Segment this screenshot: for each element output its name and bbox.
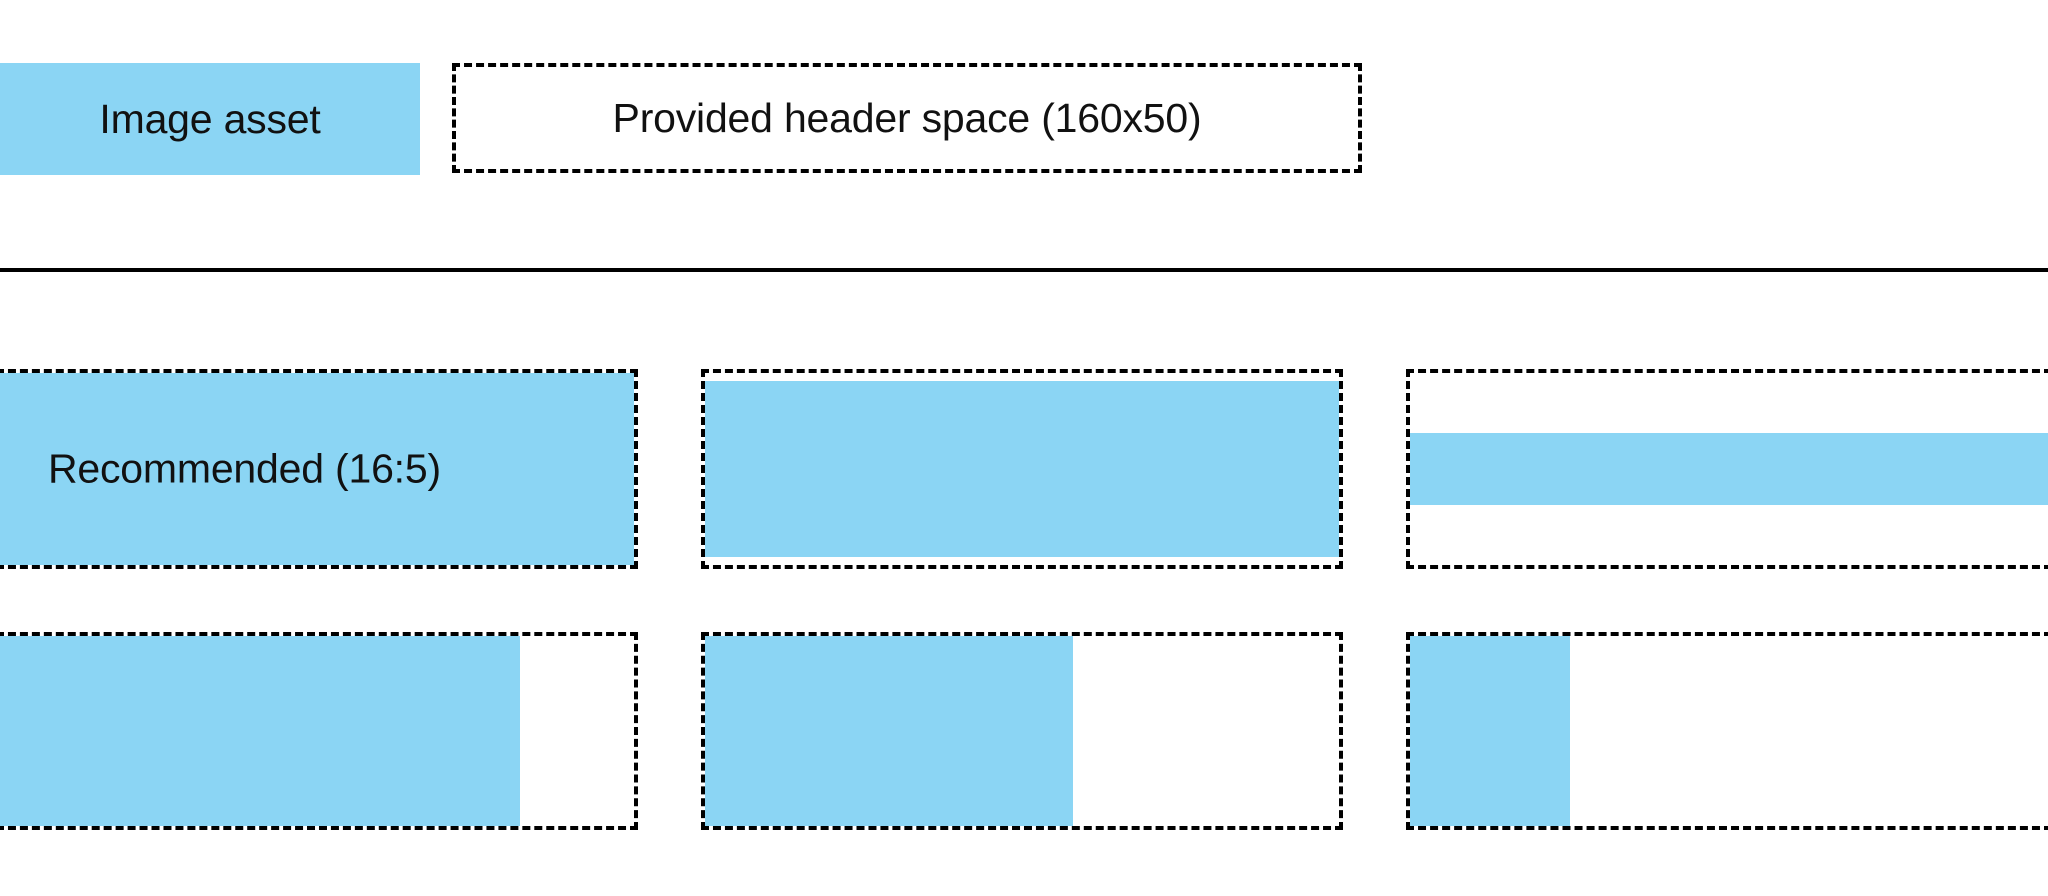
- header-legend-row: Image asset Provided header space (160x5…: [0, 63, 2048, 175]
- sample-fill-recommended-16-5: [0, 373, 634, 565]
- sample-cell-fill-82: [0, 632, 638, 830]
- sample-fill-fill-82: [0, 636, 520, 826]
- sample-cell-recommended-16-5: Recommended (16:5): [0, 369, 638, 569]
- sample-cell-fill-58: [701, 632, 1343, 830]
- provided-header-space-box: Provided header space (160x50): [452, 63, 1362, 173]
- sample-fill-wide-inset: [705, 380, 1339, 558]
- sample-cell-fill-25: [1406, 632, 2048, 830]
- sample-cell-wide-inset: [701, 369, 1343, 569]
- sample-cell-label: Recommended (16:5): [48, 445, 441, 492]
- provided-header-space-label: Provided header space (160x50): [612, 94, 1202, 141]
- sample-fill-fill-58: [705, 636, 1073, 826]
- image-asset-swatch: Image asset: [0, 63, 420, 175]
- sample-fill-short-band: [1410, 432, 2048, 506]
- sample-cell-short-band: [1406, 369, 2048, 569]
- image-asset-label: Image asset: [99, 95, 321, 142]
- sample-fill-fill-25: [1410, 636, 1570, 826]
- section-divider: [0, 268, 2048, 272]
